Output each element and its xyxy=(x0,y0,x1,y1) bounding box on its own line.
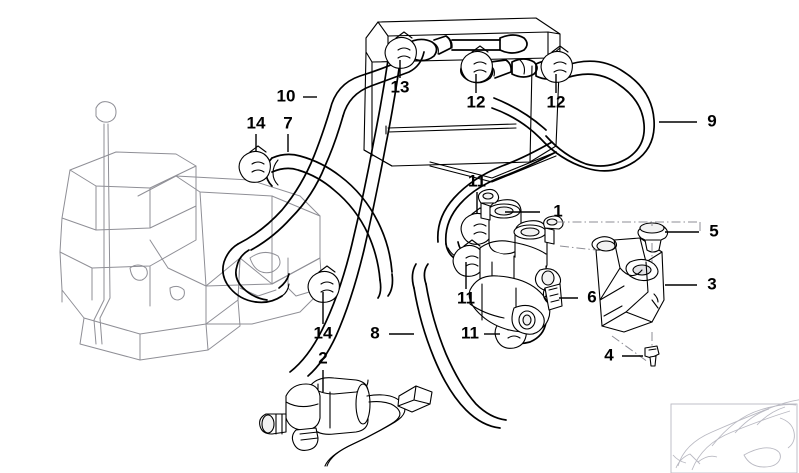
coolant-hose-13-branch xyxy=(289,59,401,377)
retaining-clip xyxy=(542,283,563,311)
callout-number: 5 xyxy=(709,221,718,240)
callout-12-hose-clamp: 12 xyxy=(547,74,566,111)
callout-2-auxiliary-water-pump: 2 xyxy=(318,348,328,392)
hex-screw xyxy=(644,345,660,367)
callout-12-hose-clamp: 12 xyxy=(467,74,486,111)
callout-7-coolant-hose-7: 7 xyxy=(283,113,293,152)
coolant-hose-7 xyxy=(265,153,394,299)
callout-number: 11 xyxy=(461,323,479,342)
rubber-mount xyxy=(637,222,669,253)
callout-number: 2 xyxy=(318,348,327,367)
callout-number: 14 xyxy=(247,113,266,132)
coolant-hose-8 xyxy=(411,263,507,429)
callout-number: 1 xyxy=(553,201,562,220)
callout-number: 11 xyxy=(468,171,486,190)
callout-number: 4 xyxy=(604,345,614,364)
callout-11-hose-clamp: 11 xyxy=(461,323,500,342)
assembly-alignment-lines xyxy=(556,221,701,363)
callout-number: 13 xyxy=(391,77,410,96)
callout-number: 12 xyxy=(467,92,486,111)
callout-number: 12 xyxy=(547,92,566,111)
callout-number: 11 xyxy=(457,288,475,307)
callout-13-hose-clamp: 13 xyxy=(391,60,410,96)
callout-6-retaining-clip: 6 xyxy=(559,287,597,306)
heater-core-distribution-pipe xyxy=(363,17,562,183)
callout-9-coolant-hose-9: 9 xyxy=(659,111,717,130)
callout-14-hose-clamp: 14 xyxy=(314,292,333,342)
hose-clamp xyxy=(307,265,340,303)
callout-1-water-valve-assembly: 1 xyxy=(505,201,563,220)
callout-number: 6 xyxy=(587,287,596,306)
callout-14-hose-clamp: 14 xyxy=(247,113,266,152)
hose-clamp xyxy=(238,145,271,183)
auxiliary-water-pump xyxy=(259,377,433,467)
coolant-hose-9 xyxy=(491,60,655,172)
water-valve-assembly xyxy=(468,188,564,335)
callout-number: 3 xyxy=(707,274,716,293)
callout-number: 14 xyxy=(314,323,333,342)
callout-number: 8 xyxy=(370,323,379,342)
mounting-bracket xyxy=(591,236,665,333)
callout-number: 7 xyxy=(283,113,292,132)
callout-5-rubber-mount: 5 xyxy=(665,221,719,240)
coolant-hose-10 xyxy=(222,43,425,304)
callout-11-hose-clamp: 11 xyxy=(457,262,475,307)
callout-11-hose-clamp: 11 xyxy=(468,171,486,214)
callout-8-coolant-hose-8: 8 xyxy=(370,323,414,342)
callout-number: 10 xyxy=(277,86,296,105)
callout-4-hex-screw: 4 xyxy=(604,345,643,364)
callout-number: 9 xyxy=(707,111,716,130)
hose-clamp xyxy=(540,45,573,83)
vehicle-silhouette-watermark xyxy=(670,399,799,473)
callout-10-coolant-hose-10: 10 xyxy=(277,86,317,105)
callout-3-mounting-bracket: 3 xyxy=(665,274,717,293)
engine-cylinder-head xyxy=(59,101,323,361)
hose-clamp xyxy=(384,31,417,69)
hose-clamp xyxy=(460,45,493,83)
